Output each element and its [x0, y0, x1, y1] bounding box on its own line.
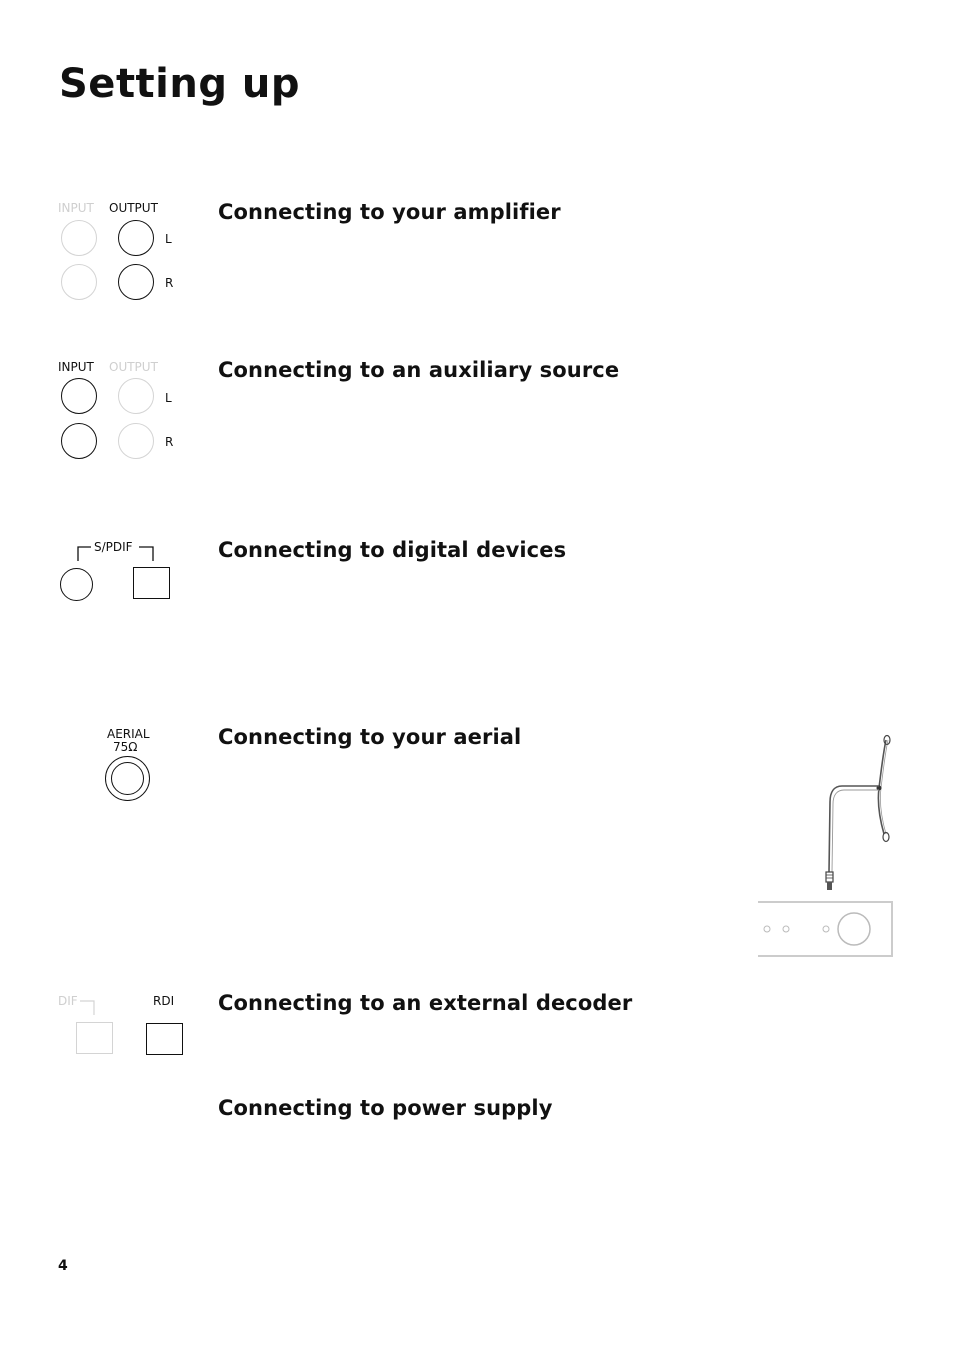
left-channel-label: L [165, 391, 172, 405]
spdif-bracket-icon [77, 546, 154, 561]
aerial-socket-outer-icon [105, 756, 150, 801]
dif-bracket-icon [80, 1000, 95, 1015]
input-left-jack-icon [61, 220, 97, 256]
impedance-label: 75Ω [113, 740, 138, 754]
rdi-label: RDI [153, 994, 175, 1008]
right-channel-label: R [165, 276, 174, 290]
right-channel-label: R [165, 435, 174, 449]
output-left-jack-icon [118, 220, 154, 256]
left-channel-label: L [165, 232, 172, 246]
input-left-jack-icon [61, 378, 97, 414]
aerial-label: AERIAL [107, 727, 150, 741]
section-heading-auxiliary: Connecting to an auxiliary source [218, 358, 620, 382]
dif-port-icon [76, 1022, 113, 1054]
optical-port-icon [133, 567, 170, 599]
input-right-jack-icon [61, 264, 97, 300]
fm-aerial-illustration [758, 734, 893, 957]
output-left-jack-icon [118, 378, 154, 414]
output-right-jack-icon [118, 423, 154, 459]
section-heading-amplifier: Connecting to your amplifier [218, 200, 561, 224]
aerial-socket-inner-icon [111, 762, 144, 795]
section-heading-power: Connecting to power supply [218, 1096, 553, 1120]
dif-label: DIF [58, 994, 78, 1008]
rdi-port-icon [146, 1023, 183, 1055]
section-heading-decoder: Connecting to an external decoder [218, 991, 633, 1015]
output-label: OUTPUT [109, 360, 158, 374]
spdif-label: S/PDIF [94, 540, 133, 554]
input-label: INPUT [58, 360, 94, 374]
coaxial-jack-icon [60, 568, 93, 601]
output-label: OUTPUT [109, 201, 158, 215]
input-right-jack-icon [61, 423, 97, 459]
output-right-jack-icon [118, 264, 154, 300]
input-label: INPUT [58, 201, 94, 215]
page-title: Setting up [59, 61, 301, 107]
section-heading-aerial: Connecting to your aerial [218, 725, 522, 749]
page-number: 4 [58, 1258, 68, 1274]
section-heading-digital: Connecting to digital devices [218, 538, 567, 562]
